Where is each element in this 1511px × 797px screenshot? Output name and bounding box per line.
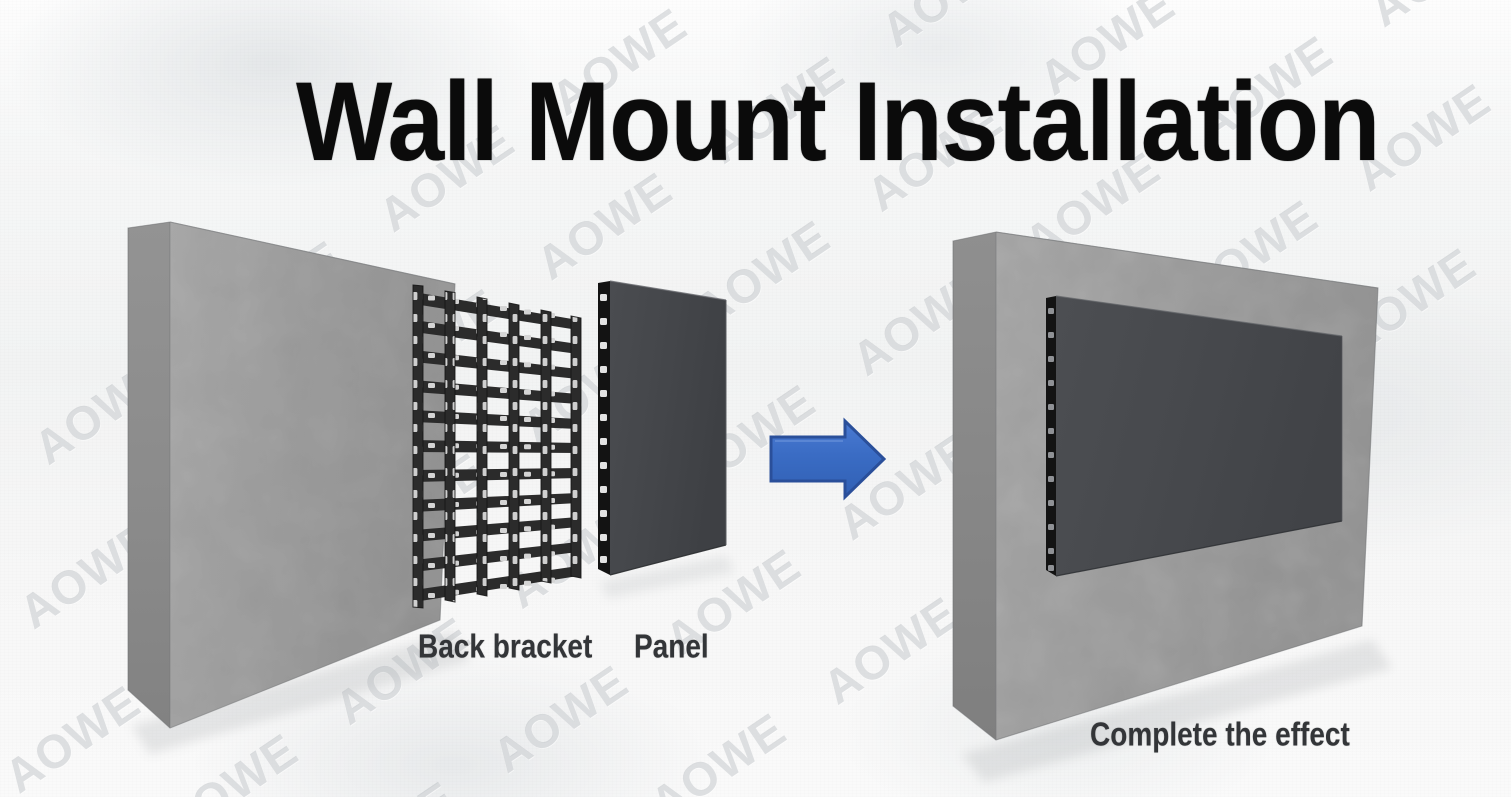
- wall-slab-right-side: [953, 232, 996, 740]
- bracket-vertical-posts: [413, 285, 581, 608]
- panel-connector-dots: [600, 294, 607, 563]
- wall-slab-left: [127, 221, 456, 729]
- mounted-panel-face: [1056, 296, 1342, 576]
- mounted-panel-connector-dots: [1048, 308, 1054, 571]
- label-complete-the-effect: Complete the effect: [1090, 715, 1350, 753]
- back-bracket-grid: [412, 284, 582, 609]
- mounted-panel-edge-strip: [1046, 296, 1056, 576]
- wall-slab-right: [952, 231, 1379, 741]
- page-title: Wall Mount Installation: [296, 59, 1380, 185]
- mounted-panel: [1046, 295, 1343, 577]
- drop-shadows: [132, 556, 1392, 782]
- panel-edge-connector-strip: [598, 281, 610, 575]
- panel-face: [610, 281, 726, 575]
- led-panel: [598, 280, 727, 576]
- flow-arrow: [769, 417, 887, 501]
- label-panel: Panel: [634, 627, 709, 665]
- label-back-bracket: Back bracket: [418, 627, 593, 665]
- wall-slab-left-side: [128, 222, 170, 728]
